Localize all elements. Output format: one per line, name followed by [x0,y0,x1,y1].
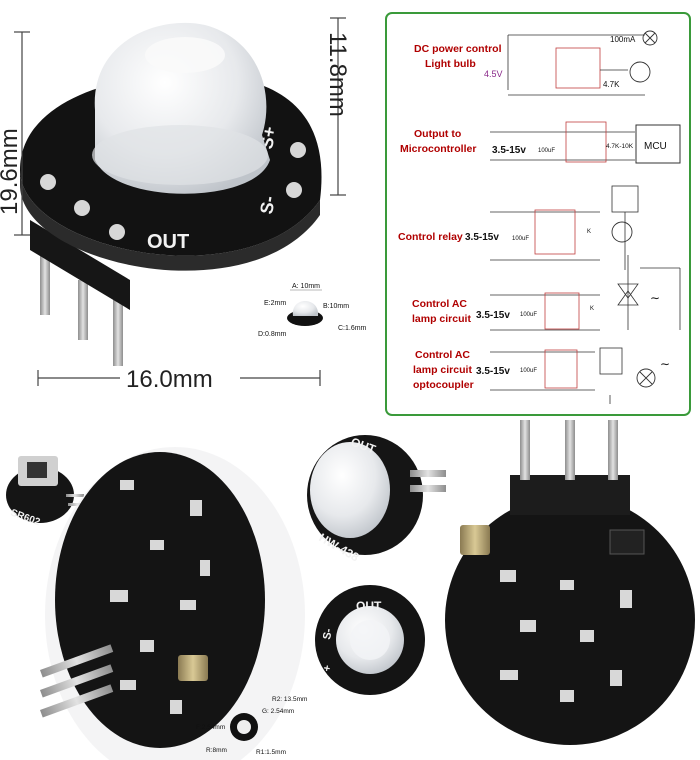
pcb-back-right [445,420,695,745]
circuit-5-title-line-2: lamp circuit [413,364,472,376]
lens-highlight [145,37,225,73]
mini-dim-f: F:2.54mm [196,724,225,731]
circuit-microcontroller: Output to Microcontroller 3.5-15v 100uF … [400,121,681,164]
circuit-2-title-line-2: Microcontroller [400,143,476,155]
circuit-5-voltage: 3.5-15v [476,366,510,377]
mini-dim-d: D:0.8mm [258,331,287,338]
pin-header [30,220,130,310]
circuit-5-capacitor: 100uF [520,368,537,374]
circuit-5-title-line-3: optocoupler [413,379,474,391]
pcb-edge [20,170,320,271]
silk-out-3: OUT [356,599,382,613]
panel-border [385,12,691,416]
circuit-5-title-line-1: Control AC [415,349,470,361]
topdown-lens-module: OUT S- + [315,585,425,695]
circuit-2-voltage: 3.5-15v [492,145,526,156]
solder-pad [286,182,302,198]
ac-source-icon-2: ∼ [660,357,670,371]
mini-dimension-diagram-bottom: R2: 13.5mm G: 2.54mm F:2.54mm R:8mm R1:1… [196,696,307,756]
circuit-2-resistor: 4.7K-10K [606,143,634,150]
hw438-module-photo: OUT HW-438 [307,435,446,565]
mini-dimension-diagram-top: A: 10mm B:10mm C:1.6mm D:0.8mm E:2mm [258,283,367,338]
circuit-4-resistor: K [590,306,594,312]
mini-dim-b: B:10mm [323,303,349,310]
silk-plus: + [321,664,334,672]
circuit-1-voltage: 4.5V [484,69,503,79]
circuit-1-title-line-1: DC power control [414,43,502,55]
header-pin [78,280,88,340]
circuit-1-resistor: 4.7K [603,80,620,89]
dimension-lens-height: 11.8mm [324,17,351,196]
circuit-3-title: Control relay [398,231,463,243]
circuit-3-resistor: K [587,229,591,235]
application-circuits-panel: DC power control Light bulb 4.5V 100mA 4… [385,12,691,416]
capacitor [178,655,208,681]
pin-header-right [510,475,630,515]
capacitor-right [460,525,490,555]
circuit-2-title-line-1: Output to [414,128,461,140]
circuit-4-title-line-2: lamp circuit [412,313,471,325]
header-pin [113,300,123,366]
dimension-height-label: 19.6mm [0,128,23,215]
solder-pad [290,142,306,158]
circuit-3-capacitor: 100uF [512,236,529,242]
mini-dim-g: G: 2.54mm [262,708,294,715]
circuit-ac-lamp: Control AC lamp circuit 3.5-15v 100uF K … [412,255,681,331]
sr602-module-photo: SR602 [6,456,86,528]
dimension-height: 19.6mm [0,31,30,236]
mini-dim-a: A: 10mm [292,283,320,290]
circuit-dc-light-bulb: DC power control Light bulb 4.5V 100mA 4… [414,30,658,96]
silk-s-minus-2: S- [321,627,335,640]
ac-source-icon: ∼ [650,291,660,305]
mini-dim-r1: R1:1.5mm [256,749,286,756]
mini-dim-c: C:1.6mm [338,325,367,332]
mini-dim-r2: R2: 13.5mm [272,696,307,703]
silk-s-minus-label: S- [256,194,279,215]
solder-pad [74,200,90,216]
main-sensor: OUT S+ S- [20,22,322,366]
mini-dim-r: R:8mm [206,747,227,754]
dimension-lens-height-label: 11.8mm [324,32,351,117]
circuit-ac-optocoupler: Control AC lamp circuit optocoupler 3.5-… [413,347,670,404]
circuit-4-capacitor: 100uF [520,312,537,318]
circuit-relay: Control relay 3.5-15v 100uF K [398,185,639,270]
silk-out-label: OUT [147,231,189,253]
solder-pad [109,224,125,240]
header-pin [40,255,50,315]
dimension-width: 16.0mm [37,366,321,393]
circuit-2-capacitor: 100uF [538,148,555,154]
circuit-4-voltage: 3.5-15v [476,310,510,321]
solder-pad [40,174,56,190]
circuit-4-title-line-1: Control AC [412,298,467,310]
circuit-1-title-line-2: Light bulb [425,58,476,70]
circuit-3-voltage: 3.5-15v [465,232,499,243]
dimension-width-label: 16.0mm [126,366,213,393]
mini-dim-e: E:2mm [264,300,286,307]
circuit-1-current: 100mA [610,35,636,44]
pcb-back-left [39,447,305,760]
circuit-2-mcu: MCU [644,141,667,152]
lens-rim [92,125,268,185]
